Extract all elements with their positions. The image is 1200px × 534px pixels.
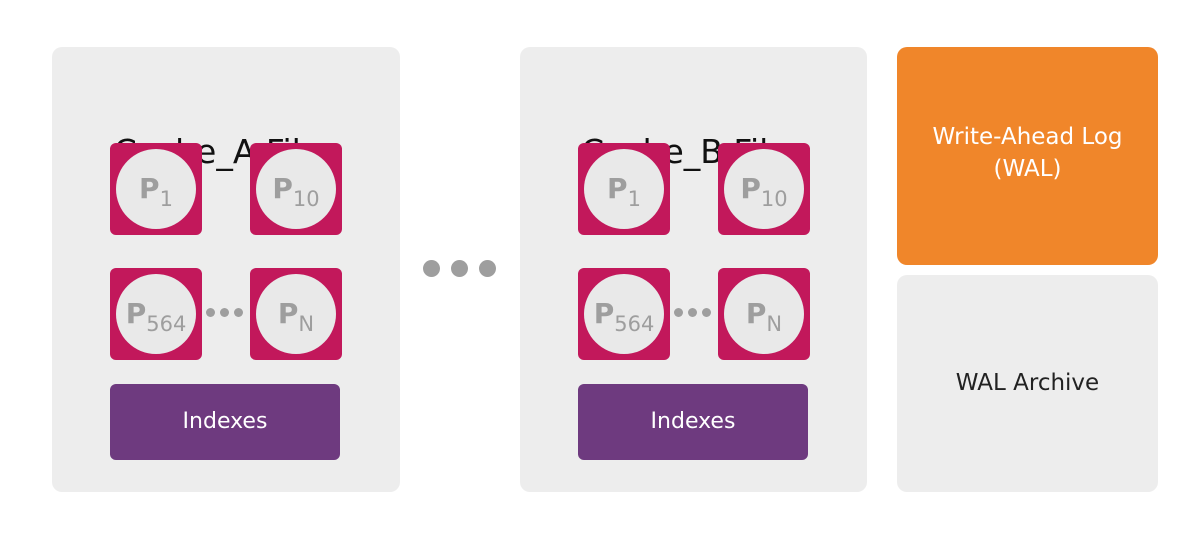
page-letter: P bbox=[745, 297, 767, 330]
cache-a-page-n: PN bbox=[250, 268, 342, 360]
page-letter: P bbox=[593, 297, 615, 330]
page-subscript: 564 bbox=[614, 312, 655, 336]
page-letter: P bbox=[125, 297, 147, 330]
page-letter: P bbox=[139, 172, 160, 205]
page-circle: P1 bbox=[584, 149, 664, 229]
page-subscript: 10 bbox=[292, 187, 320, 211]
page-circle: P564 bbox=[116, 274, 196, 354]
cache-b-indexes: Indexes bbox=[578, 384, 808, 460]
cache-b-title: Cache_B Files bbox=[581, 132, 806, 171]
cache-a-page-10: P10 bbox=[250, 143, 342, 235]
cache-a-indexes: Indexes bbox=[110, 384, 340, 460]
page-letter: P bbox=[277, 297, 299, 330]
cache-b-page-1: P1 bbox=[578, 143, 670, 235]
cache-a-page-564: P564 bbox=[110, 268, 202, 360]
page-letter: P bbox=[740, 172, 761, 205]
page-subscript: 1 bbox=[159, 187, 173, 211]
wal-archive-box: WAL Archive bbox=[897, 275, 1158, 492]
cache-a-panel: Cache_A Files P1 P10 P564 PN Indexes bbox=[52, 47, 400, 492]
page-subscript: N bbox=[298, 312, 315, 336]
page-subscript: 1 bbox=[627, 187, 641, 211]
wal-box: Write-Ahead Log (WAL) bbox=[897, 47, 1158, 265]
wal-label: Write-Ahead Log (WAL) bbox=[897, 121, 1158, 185]
page-letter: P bbox=[607, 172, 628, 205]
page-subscript: N bbox=[766, 312, 783, 336]
page-circle: PN bbox=[256, 274, 336, 354]
wal-label-line1: Write-Ahead Log bbox=[932, 124, 1123, 150]
page-circle: P1 bbox=[116, 149, 196, 229]
cache-a-title: Cache_A Files bbox=[113, 132, 339, 171]
cache-b-page-n: PN bbox=[718, 268, 810, 360]
wal-label-line2: (WAL) bbox=[993, 156, 1062, 182]
page-circle: P10 bbox=[724, 149, 804, 229]
page-subscript: 10 bbox=[760, 187, 788, 211]
cache-a-page-1: P1 bbox=[110, 143, 202, 235]
between-caches-ellipsis bbox=[420, 260, 500, 278]
page-circle: PN bbox=[724, 274, 804, 354]
page-circle: P10 bbox=[256, 149, 336, 229]
cache-b-panel: Cache_B Files P1 P10 P564 PN Indexes bbox=[520, 47, 867, 492]
cache-b-page-564: P564 bbox=[578, 268, 670, 360]
page-subscript: 564 bbox=[146, 312, 187, 336]
ellipsis-dots bbox=[674, 308, 722, 318]
wal-archive-label: WAL Archive bbox=[955, 370, 1100, 396]
ellipsis-dots bbox=[206, 308, 254, 318]
cache-b-page-10: P10 bbox=[718, 143, 810, 235]
page-circle: P564 bbox=[584, 274, 664, 354]
page-letter: P bbox=[272, 172, 293, 205]
